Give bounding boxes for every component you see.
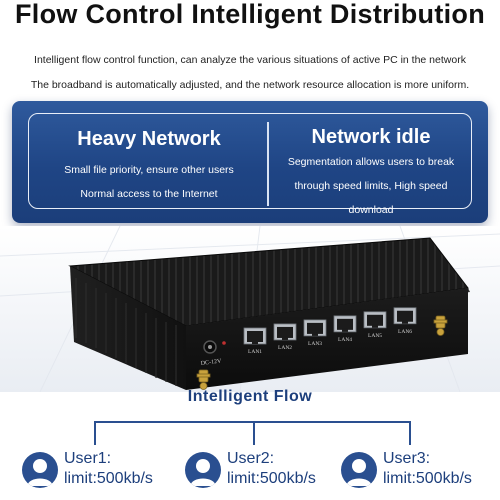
- user-avatar-icon: [341, 452, 377, 488]
- power-label: DC-12V: [201, 358, 223, 367]
- device-side: [70, 266, 186, 390]
- user-name: User2:: [227, 450, 275, 467]
- user-3: User3: limit:500kb/s: [341, 450, 500, 494]
- heavy-network-title: Heavy Network: [77, 128, 221, 150]
- heavy-network-text-2: Normal access to the Internet: [80, 188, 218, 200]
- network-idle-text-1: Segmentation allows users to break: [287, 156, 455, 168]
- network-idle-text-2: through speed limits, High speed: [294, 180, 448, 192]
- banner-divider: [267, 122, 269, 206]
- network-idle-text-3: download: [348, 204, 394, 216]
- user-avatar-icon: [185, 452, 221, 488]
- user-name: User1:: [64, 450, 112, 467]
- intro-text-line-2: The broadband is automatically adjusted,…: [30, 79, 470, 91]
- lan-port-label: LAN4: [338, 337, 352, 343]
- lan-port-3[interactable]: [303, 319, 327, 337]
- intelligent-flow-title: Intelligent Flow: [187, 388, 313, 405]
- user-name: User3:: [383, 450, 431, 467]
- lan-port-label: LAN2: [278, 345, 292, 351]
- lan-port-4[interactable]: [333, 315, 357, 333]
- lan-port-6[interactable]: [393, 307, 417, 325]
- heavy-network-text-1: Small file priority, ensure other users: [64, 164, 234, 176]
- power-led: [222, 341, 226, 345]
- antenna-right: [433, 315, 448, 336]
- banner-frame: Heavy Network Small file priority, ensur…: [28, 113, 472, 216]
- flow-connector-lines: [94, 421, 411, 445]
- user-avatar-icon: [22, 452, 58, 488]
- antenna-left: [196, 369, 211, 390]
- user-limit: limit:500kb/s: [227, 470, 316, 487]
- lan-port-1[interactable]: [243, 327, 267, 345]
- lan-port-label: LAN6: [398, 329, 412, 335]
- user-limit: limit:500kb/s: [383, 470, 472, 487]
- lan-port-label: LAN1: [248, 349, 262, 355]
- user-1: User1: limit:500kb/s: [22, 450, 172, 494]
- intro-text-line-1: Intelligent flow control function, can a…: [34, 54, 466, 66]
- lan-port-label: LAN3: [308, 341, 322, 347]
- lan-port-2[interactable]: [273, 323, 297, 341]
- device-scene: DC-12V LAN1 LAN2 LAN3 LAN4 LAN5 LAN6: [0, 226, 500, 392]
- lan-port-label: LAN5: [368, 333, 382, 339]
- network-idle-title: Network idle: [311, 126, 431, 148]
- lan-port-5[interactable]: [363, 311, 387, 329]
- user-limit: limit:500kb/s: [64, 470, 153, 487]
- page-title: Flow Control Intelligent Distribution: [14, 0, 486, 29]
- lan-ports: LAN1 LAN2 LAN3 LAN4 LAN5 LAN6: [243, 307, 417, 355]
- feature-banner: Heavy Network Small file priority, ensur…: [12, 101, 488, 223]
- user-2: User2: limit:500kb/s: [185, 450, 335, 494]
